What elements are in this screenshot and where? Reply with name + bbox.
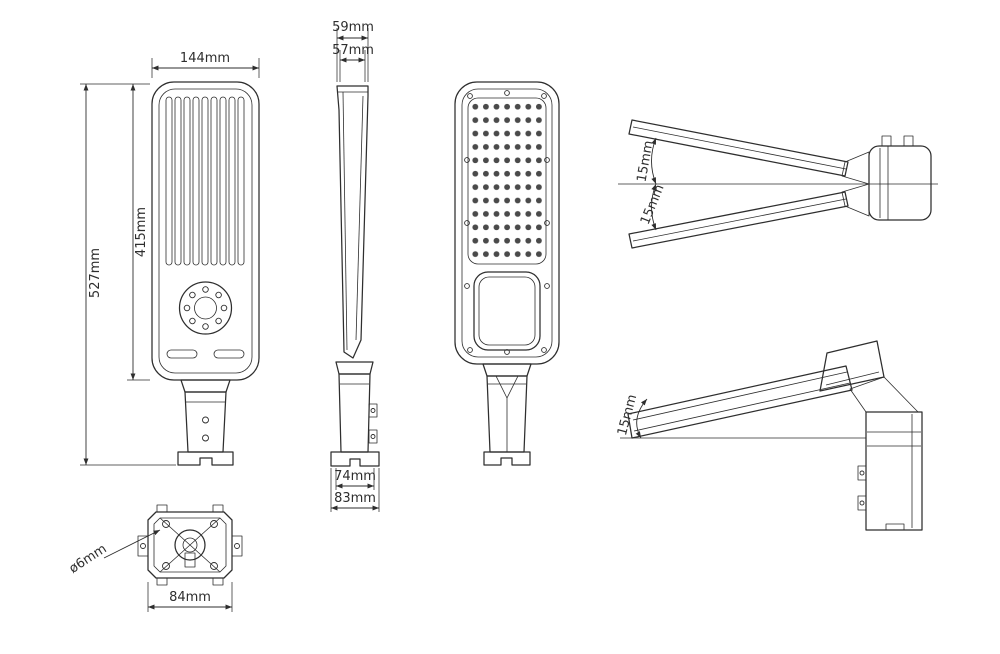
dim-label-side-bottom-outer: 83mm bbox=[334, 491, 376, 506]
dim-back-width: 144mm bbox=[151, 51, 260, 78]
heatsink-fins bbox=[165, 96, 245, 266]
dim-label-side-bottom-inner: 74mm bbox=[334, 469, 376, 484]
tilted-head bbox=[627, 365, 853, 439]
angle-arc-single: 15mm bbox=[615, 393, 648, 439]
dim-base-width: 84mm bbox=[147, 582, 233, 612]
dim-label-tilt-up: 15mm bbox=[635, 139, 657, 183]
dim-label-back-width: 144mm bbox=[180, 51, 230, 66]
led-panel bbox=[467, 97, 547, 265]
view-front bbox=[454, 81, 560, 466]
housing-screws bbox=[464, 90, 550, 355]
dim-side-top-outer: 59mm bbox=[332, 20, 374, 82]
view-side: 59mm 57mm 74mm 83mm bbox=[330, 20, 380, 512]
dim-label-tilt-down: 15mm bbox=[638, 182, 668, 226]
view-tilt-single: 15mm bbox=[615, 340, 923, 531]
mount-arm-side bbox=[330, 361, 380, 467]
dim-label-hole-diameter: ø6mm bbox=[67, 541, 110, 576]
dim-label-total-height: 527mm bbox=[88, 248, 103, 298]
lamp-head-front bbox=[454, 81, 560, 365]
head-clamp bbox=[819, 340, 885, 392]
dim-label-side-top-outer: 59mm bbox=[332, 20, 374, 35]
mount-arm-back bbox=[177, 379, 234, 466]
angle-arc-up: 15mm bbox=[635, 137, 657, 185]
driver-cover bbox=[473, 271, 541, 351]
dim-label-base-width: 84mm bbox=[169, 590, 211, 605]
tilted-head-up bbox=[628, 119, 849, 177]
dim-side-bottom-inner: 74mm bbox=[334, 468, 376, 490]
dim-side-top-inner: 57mm bbox=[332, 43, 374, 82]
dim-head-height: 415mm bbox=[127, 84, 150, 381]
dim-total-height: 527mm bbox=[80, 83, 176, 466]
mount-ring bbox=[178, 281, 233, 335]
dim-label-head-height: 415mm bbox=[134, 207, 149, 257]
dim-label-side-top-inner: 57mm bbox=[332, 43, 374, 58]
view-bottom: ø6mm 84mm bbox=[67, 504, 243, 612]
dim-side-bottom-outer: 83mm bbox=[330, 468, 380, 512]
mount-arm-front bbox=[482, 363, 532, 466]
leader-hole-diameter: ø6mm bbox=[67, 529, 161, 577]
pole-mount bbox=[849, 376, 923, 531]
tilted-head-down bbox=[628, 191, 849, 249]
lamp-head-side bbox=[336, 85, 369, 359]
angle-arc-down: 15mm bbox=[638, 182, 668, 231]
view-tilt-range: 15mm 15mm bbox=[618, 119, 938, 249]
view-back: 144mm 527mm 415mm bbox=[80, 51, 260, 466]
mount-base-bottom bbox=[137, 504, 243, 586]
lamp-head-back bbox=[151, 81, 260, 381]
pole-bracket bbox=[841, 135, 932, 221]
